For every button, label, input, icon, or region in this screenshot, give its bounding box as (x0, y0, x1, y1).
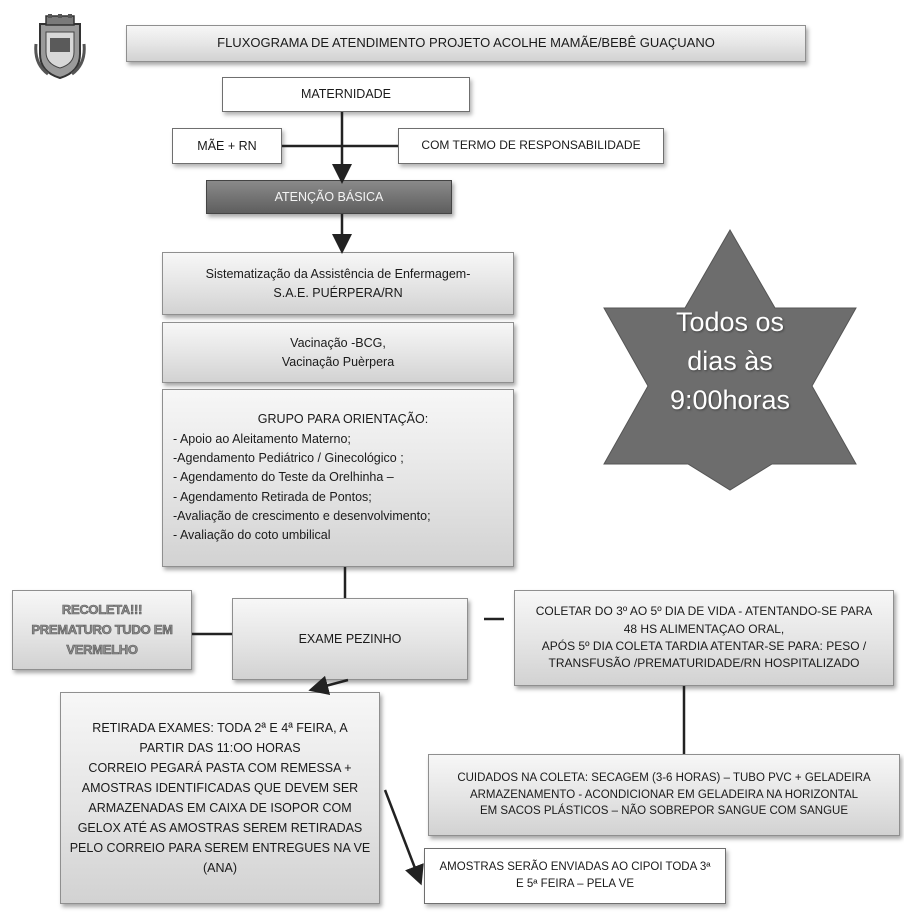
retirada-line: PELO CORREIO PARA SEREM ENTREGUES NA VE (69, 841, 371, 855)
sae-line-1: Sistematização da Assistência de Enferma… (205, 267, 471, 282)
termo-box: COM TERMO DE RESPONSABILIDADE (398, 128, 664, 164)
retirada-line: ARMAZENADAS EM CAIXA DE ISOPOR COM (88, 801, 352, 815)
vacinacao-box: Vacinação -BCG, Vacinação Puèrpera (162, 322, 514, 383)
cuidados-line-3: EM SACOS PLÁSTICOS – NÃO SOBREPOR SANGUE… (479, 805, 849, 818)
maternidade-text: MATERNIDADE (300, 87, 392, 102)
mae-rn-box: MÃE + RN (172, 128, 282, 164)
coletar-box: COLETAR DO 3º AO 5º DIA DE VIDA - ATENTA… (514, 590, 894, 686)
atencao-basica-box: ATENÇÃO BÁSICA (206, 180, 452, 214)
star-line-2: dias às (687, 346, 773, 377)
exame-pezinho-text: EXAME PEZINHO (298, 631, 402, 646)
title-text: FLUXOGRAMA DE ATENDIMENTO PROJETO ACOLHE… (217, 35, 715, 51)
exame-pezinho-box: EXAME PEZINHO (232, 598, 468, 680)
grupo-orientacao-box: GRUPO PARA ORIENTAÇÃO: - Apoio ao Aleita… (162, 389, 514, 567)
diagram-title: FLUXOGRAMA DE ATENDIMENTO PROJETO ACOLHE… (126, 25, 806, 62)
retirada-line: AMOSTRAS IDENTIFICADAS QUE DEVEM SER (81, 781, 359, 795)
recoleta-line-3: VERMELHO (66, 642, 138, 658)
coat-of-arms-icon (34, 14, 86, 80)
star-shape (603, 228, 857, 491)
arrow-retirada-amostras (383, 789, 424, 886)
termo-text: COM TERMO DE RESPONSABILIDADE (421, 138, 641, 153)
retirada-line: RETIRADA EXAMES: TODA 2ª E 4ª FEIRA, A (92, 721, 348, 735)
arrow-exame-retirada (308, 675, 349, 696)
coletar-line-3: APÓS 5º DIA COLETA TARDIA ATENTAR-SE PAR… (541, 639, 867, 653)
coletar-line-2: 48 HS ALIMENTAÇAO ORAL, (623, 621, 785, 636)
cuidados-line-2: ARMAZENAMENTO - ACONDICIONAR EM GELADEIR… (469, 788, 859, 801)
grupo-item: - Apoio ao Aleitamento Materno; (173, 431, 351, 446)
cuidados-line-1: CUIDADOS NA COLETA: SECAGEM (3-6 HORAS) … (457, 771, 871, 784)
vacinacao-line-2: Vacinação Puèrpera (281, 354, 395, 369)
grupo-item: - Agendamento do Teste da Orelhinha – (173, 470, 394, 485)
star-label: Todos os dias às 9:00horas (650, 303, 810, 420)
star-line-1: Todos os (675, 307, 785, 337)
recoleta-box: RECOLETA!!! PREMATURO TUDO EM VERMELHO (12, 590, 192, 670)
recoleta-line-1: RECOLETA!!! (61, 601, 143, 617)
grupo-title: GRUPO PARA ORIENTAÇÃO: (257, 412, 429, 427)
sae-box: Sistematização da Assistência de Enferma… (162, 252, 514, 315)
amostras-line-2: E 5ª FEIRA – PELA VE (515, 878, 635, 890)
recoleta-line-2: PREMATURO TUDO EM (31, 621, 173, 638)
sae-line-2: S.A.E. PUÉRPERA/RN (273, 285, 403, 300)
retirada-line: (ANA) (202, 861, 238, 875)
amostras-line-1: AMOSTRAS SERÃO ENVIADAS AO CIPOI TODA 3ª (439, 861, 711, 874)
coletar-line-4: TRANSFUSÃO /PREMATURIDADE/RN HOSPITALIZA… (548, 656, 860, 671)
cuidados-coleta-box: CUIDADOS NA COLETA: SECAGEM (3-6 HORAS) … (428, 754, 900, 836)
grupo-item: - Agendamento Retirada de Pontos; (173, 489, 372, 504)
atencao-basica-text: ATENÇÃO BÁSICA (274, 189, 384, 204)
star-line-3: 9:00horas (669, 385, 791, 416)
retirada-line: CORREIO PEGARÁ PASTA COM REMESSA + (88, 761, 352, 775)
grupo-item: -Agendamento Pediátrico / Ginecológico ; (173, 450, 404, 465)
amostras-box: AMOSTRAS SERÃO ENVIADAS AO CIPOI TODA 3ª… (424, 848, 726, 904)
grupo-item: - Avaliação do coto umbilical (173, 528, 331, 543)
retirada-line: GELOX ATÉ AS AMOSTRAS SEREM RETIRADAS (77, 821, 363, 835)
vacinacao-line-1: Vacinação -BCG, (290, 336, 386, 351)
coletar-line-1: COLETAR DO 3º AO 5º DIA DE VIDA - ATENTA… (535, 604, 873, 619)
grupo-item: -Avaliação de crescimento e desenvolvime… (173, 509, 431, 524)
retirada-line: PARTIR DAS 11:OO HORAS (139, 741, 301, 755)
retirada-exames-box: RETIRADA EXAMES: TODA 2ª E 4ª FEIRA, A P… (60, 692, 380, 904)
mae-rn-text: MÃE + RN (197, 138, 257, 153)
maternidade-box: MATERNIDADE (222, 77, 470, 112)
